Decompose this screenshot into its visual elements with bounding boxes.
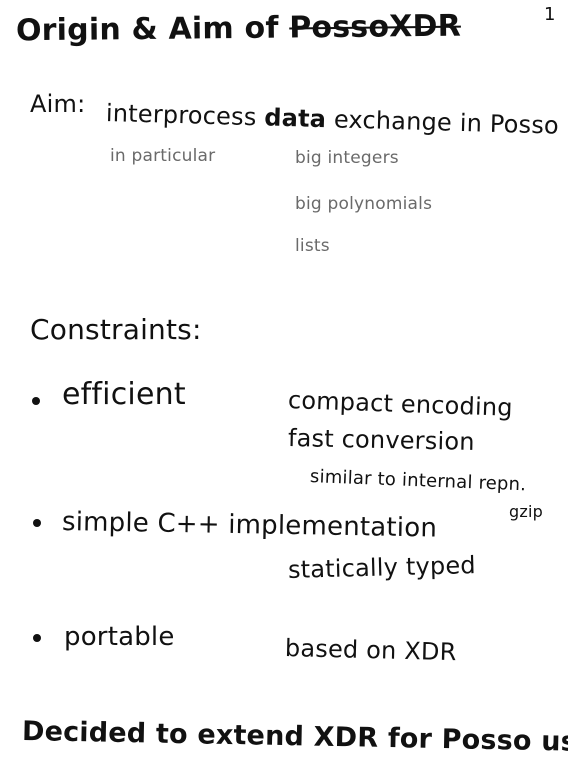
constraint-detail: gzip	[509, 502, 543, 521]
aim-text-pre: interprocess	[105, 99, 265, 132]
constraint-name: efficient	[62, 377, 186, 412]
constraint-detail: fast conversion	[287, 424, 475, 456]
constraint-detail: statically typed	[287, 551, 477, 584]
constraint-detail: similar to internal repn.	[309, 466, 527, 496]
aim-text-post: exchange in Posso	[325, 105, 560, 140]
bullet-icon	[33, 634, 41, 642]
aim-text: interprocess data exchange in Posso	[105, 99, 560, 140]
aim-item: big polynomials	[295, 194, 433, 214]
constraints-heading: Constraints:	[30, 313, 202, 346]
conclusion: Decided to extend XDR for Posso use.	[21, 716, 568, 759]
aim-item: lists	[295, 236, 330, 256]
aim-text-emphasis: data	[263, 103, 327, 134]
bullet-icon	[32, 397, 40, 405]
constraint-detail: based on XDR	[284, 634, 457, 667]
bullet-icon	[33, 519, 41, 527]
aim-item: big integers	[295, 148, 399, 168]
constraint-detail: compact encoding	[287, 386, 514, 422]
title-prefix: Origin & Aim of	[15, 10, 290, 49]
page-title: Origin & Aim of PossoXDR	[15, 8, 462, 49]
constraint-name: portable	[64, 622, 175, 652]
constraint-name: simple C++ implementation	[61, 507, 438, 544]
title-brand: PossoXDR	[289, 8, 462, 46]
page-mark: 1	[544, 4, 556, 25]
aim-label: Aim:	[30, 90, 86, 118]
aim-sub-label: in particular	[110, 146, 216, 166]
